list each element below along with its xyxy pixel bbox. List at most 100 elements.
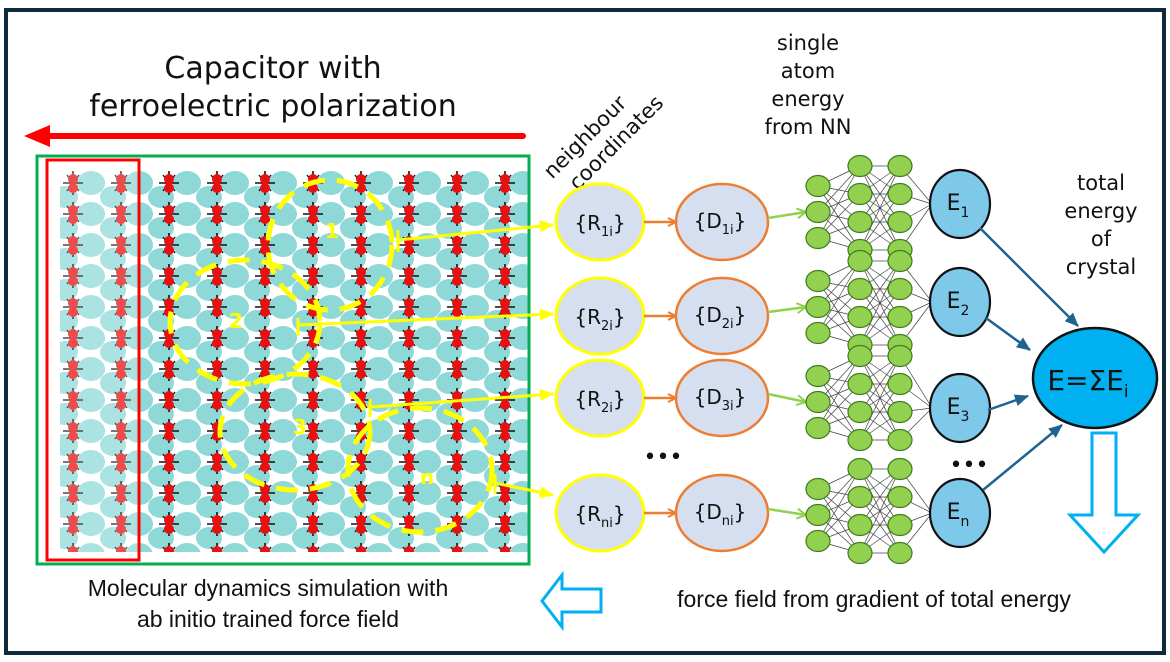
lattice-cell (148, 512, 201, 549)
lattice-cell (484, 202, 528, 239)
descriptor-node-subscript: 1i (722, 223, 734, 238)
descriptor-node-2: {D2i} (674, 276, 770, 356)
descriptor-node-1: {D1i} (674, 182, 770, 262)
lattice-cell (436, 264, 489, 301)
nn-node (887, 400, 913, 424)
nn-node (887, 457, 913, 481)
lattice-cell (340, 388, 393, 425)
lattice-cell (60, 388, 105, 425)
nn-node (805, 529, 831, 553)
nn-node (847, 428, 873, 452)
lattice-cell (388, 481, 441, 518)
polarization-arrow (24, 125, 526, 147)
lattice-cell (340, 264, 393, 301)
coordinates-node-subscript: 1i (601, 225, 613, 240)
lattice-cell (292, 233, 345, 270)
nn-node (847, 344, 873, 368)
lattice-cell (244, 512, 297, 549)
lattice-cell (66, 543, 105, 552)
electrode-region-box (45, 158, 141, 562)
lattice-cell (436, 171, 489, 208)
atom-energy-node-4: En (928, 477, 992, 549)
neural-network-1 (805, 154, 933, 262)
lattice-cell (388, 419, 441, 456)
lattice-cell (340, 233, 393, 270)
nn-node (805, 226, 831, 250)
lattice-cell (100, 233, 153, 270)
svg-text:{Rni}: {Rni} (574, 502, 625, 531)
lattice-cell (196, 512, 249, 549)
lattice-cell (498, 543, 528, 552)
nn-node (887, 277, 913, 301)
nn-node (805, 269, 831, 293)
nn-header-line-3: energy (771, 87, 844, 111)
svg-text:En: En (947, 500, 970, 530)
svg-text:E1: E1 (947, 191, 970, 221)
nn-node (887, 428, 913, 452)
descriptor-to-nn-arrow-4 (767, 507, 806, 515)
nn-header-line-1: single (777, 31, 839, 55)
total-energy-line-3: of (1091, 227, 1112, 251)
atom-energy-label: E (947, 191, 961, 216)
lattice-cell (210, 543, 249, 552)
lattice-cell (388, 171, 441, 208)
region-1-outline (265, 177, 395, 313)
lattice-cell (436, 388, 489, 425)
total-energy-line-4: crystal (1066, 255, 1137, 279)
pipeline-row-4: {Rni}{Dni}En (554, 457, 992, 565)
lattice-cell (292, 388, 345, 425)
lattice-cell (148, 388, 201, 425)
descriptor-node-label: {D (694, 303, 722, 327)
atom-energy-subscript: 2 (960, 303, 969, 319)
lattice-cell (484, 388, 528, 425)
lattice-cell (340, 202, 393, 239)
atom-energy-node-3: E3 (928, 372, 992, 444)
lattice-cell (436, 295, 489, 332)
atom-energy-label: E (947, 500, 961, 525)
nn-node (887, 485, 913, 509)
lattice-cell (244, 481, 297, 518)
hollow-down-arrow (1066, 431, 1142, 555)
nn-node (887, 541, 913, 565)
lattice-cell (258, 543, 297, 552)
lattice-cell (388, 264, 441, 301)
lattice-cell (60, 326, 105, 363)
rows-ellipsis-right: ••• (950, 453, 989, 478)
atom-energy-subscript: n (961, 514, 970, 530)
lattice-cell (292, 264, 345, 301)
lattice-cell (388, 450, 441, 487)
lattice-cell (148, 419, 201, 456)
nn-node (847, 372, 873, 396)
lattice-cell (148, 450, 201, 487)
region-3-outline (217, 371, 373, 493)
title-line-1: Capacitor with (164, 51, 381, 86)
nn-node (887, 249, 913, 273)
lattice-cell (402, 543, 441, 552)
pipeline-row-3: {R2i}{D3i}E3 (554, 344, 992, 452)
lattice-cell (196, 295, 249, 332)
total-energy-label: total energy of crystal (1064, 171, 1137, 279)
svg-text:E3: E3 (947, 395, 970, 425)
lattice-cell (388, 357, 441, 394)
lattice-cell (292, 202, 345, 239)
svg-text:{D2i}: {D2i} (694, 303, 747, 332)
svg-text:E=ΣEi: E=ΣEi (1047, 364, 1128, 402)
lattice-cell (450, 543, 489, 552)
lattice-cell (148, 202, 201, 239)
lattice-cell (196, 171, 249, 208)
svg-text:{R1i}: {R1i} (574, 211, 625, 240)
lattice-cell (436, 481, 489, 518)
coordinates-node-2: {R2i} (554, 276, 646, 356)
coordinates-node-3: {R2i} (554, 358, 646, 438)
md-caption-line-1: Molecular dynamics simulation with (88, 575, 448, 601)
region-4-outline (345, 405, 495, 535)
lattice-cell (244, 388, 297, 425)
total-energy-line-2: energy (1064, 199, 1137, 223)
descriptor-to-nn-arrow-2 (767, 307, 806, 312)
lattice-cell (484, 326, 528, 363)
lattice-cell (340, 171, 393, 208)
descriptor-to-nn-arrow-3 (767, 392, 806, 402)
md-caption-line-2: ab initio trained force field (137, 606, 399, 632)
lattice-cell (340, 326, 393, 363)
